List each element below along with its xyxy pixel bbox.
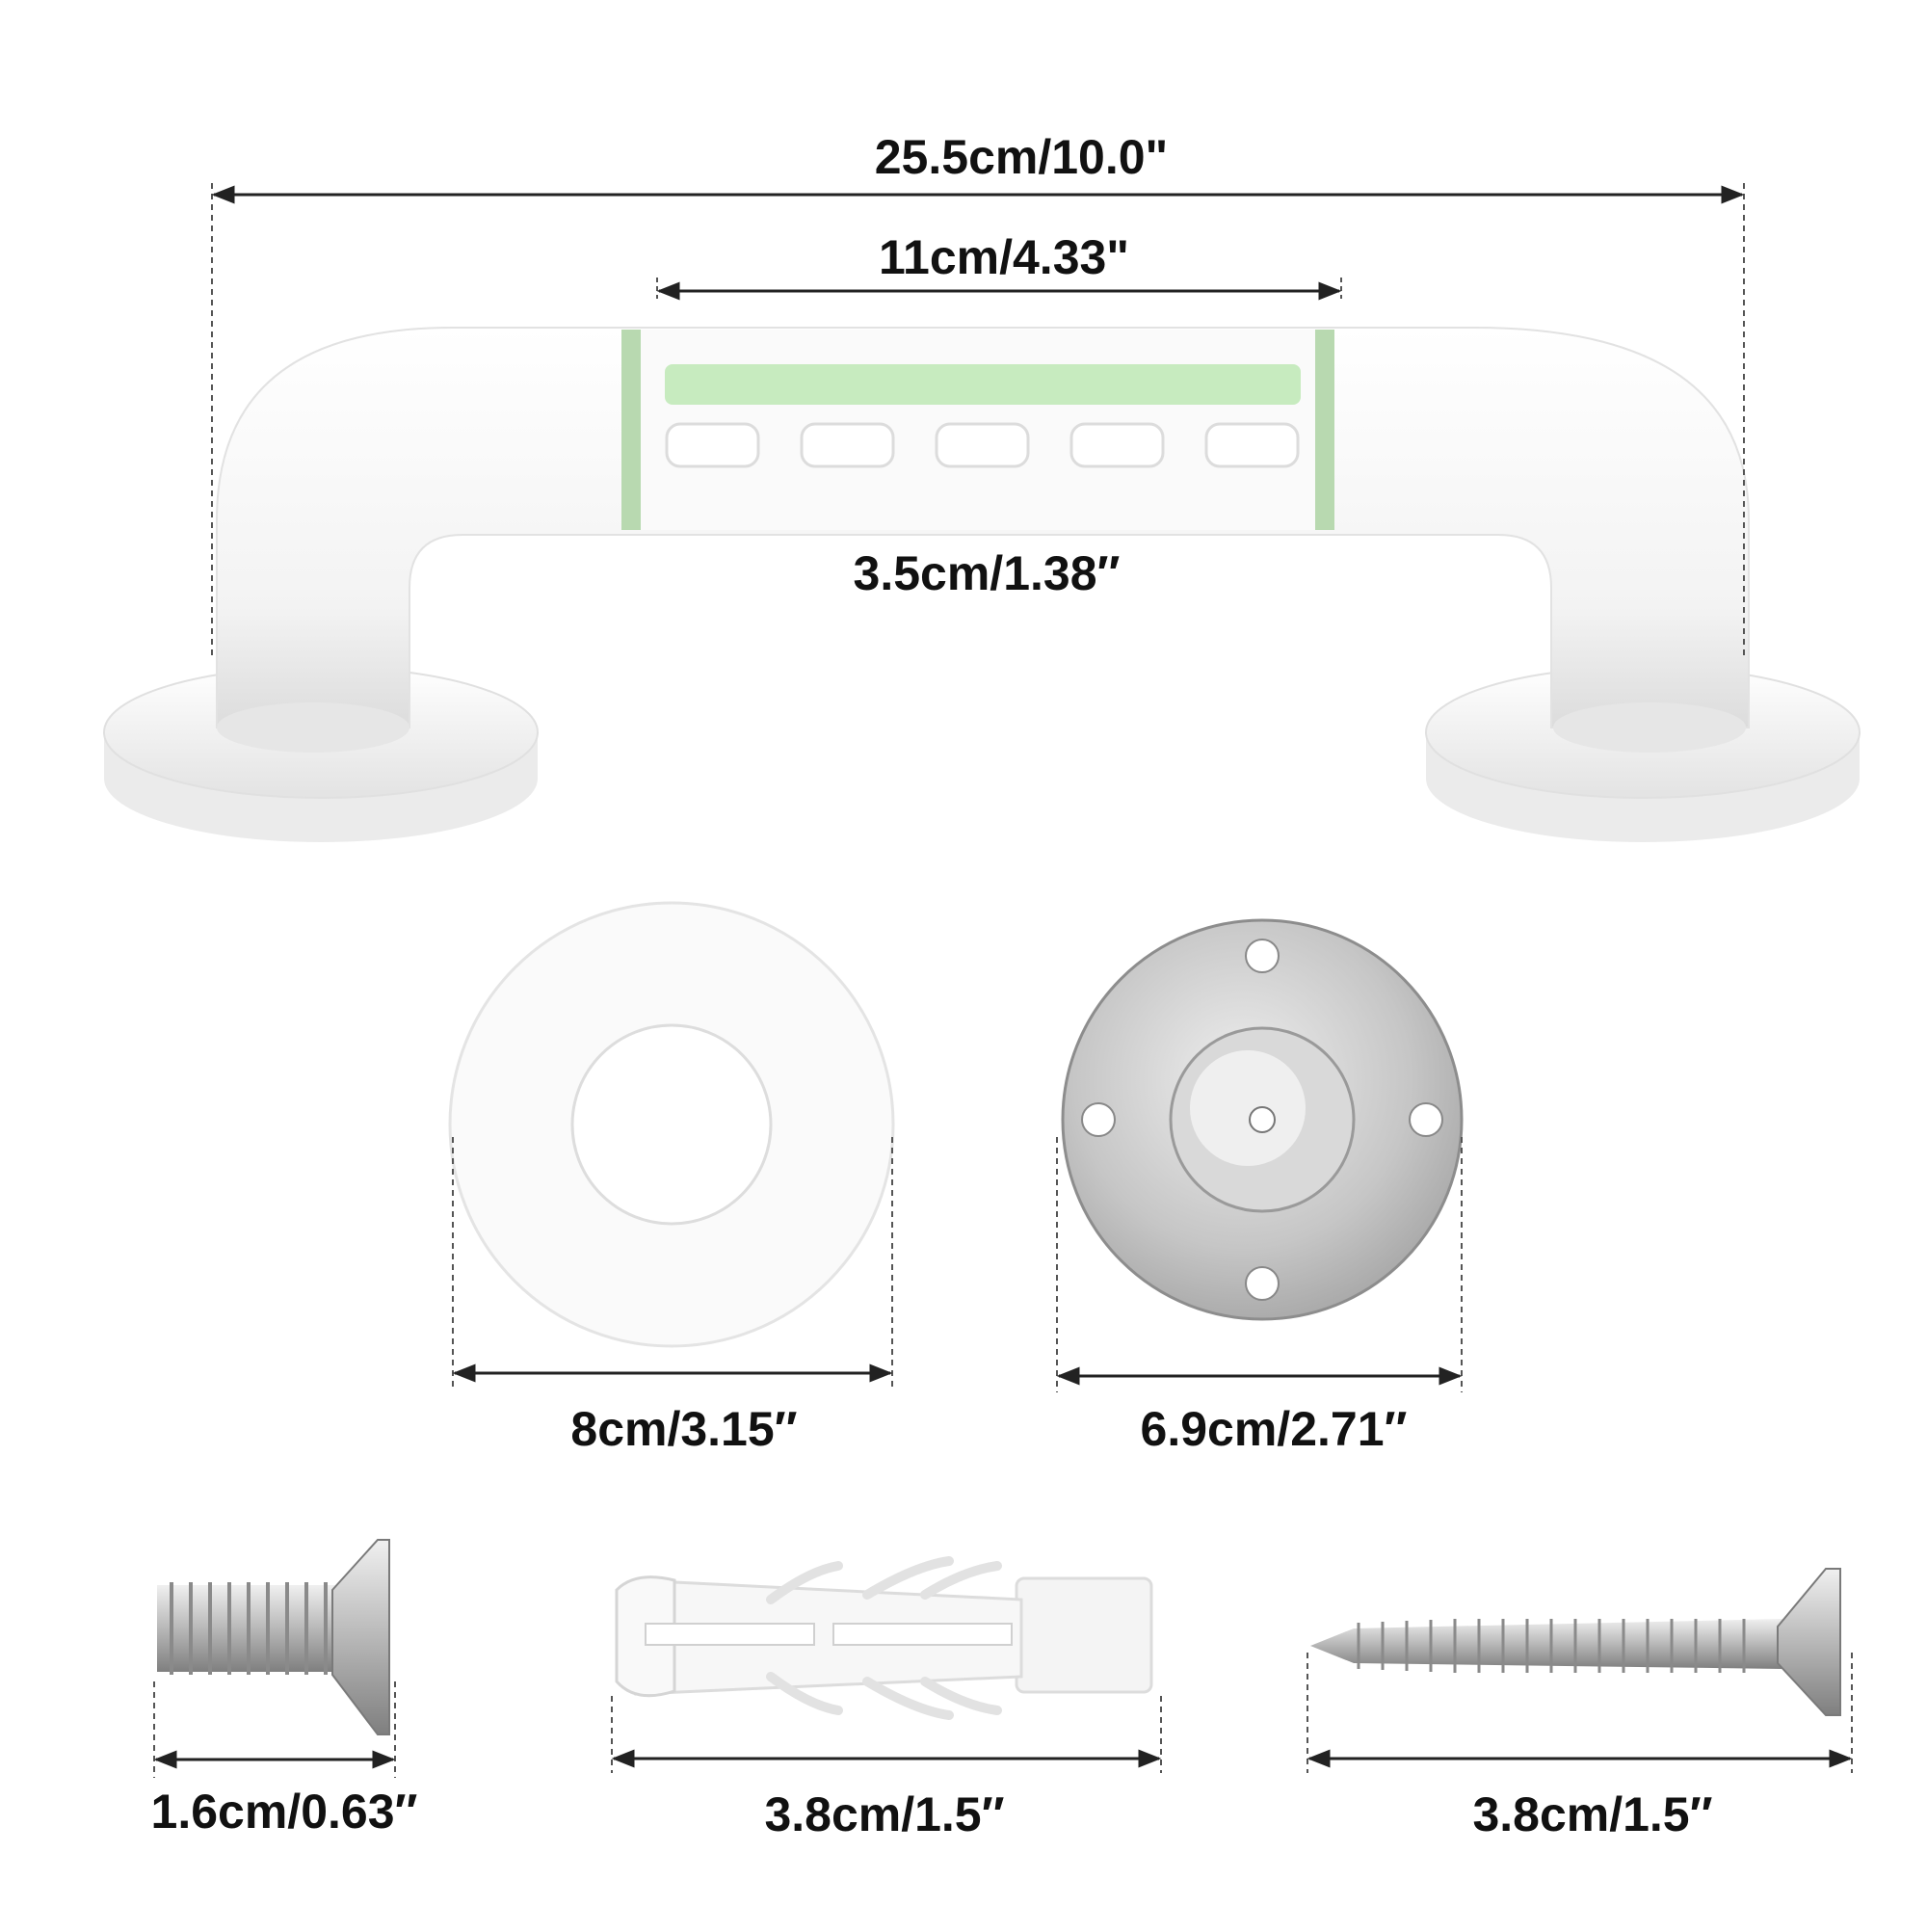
machine-screw [153, 1539, 396, 1778]
wall-anchor [611, 1556, 1162, 1773]
machine-screw-size-label: 1.6cm/0.63″ [150, 1785, 418, 1839]
green-grip-strip [665, 364, 1301, 405]
cover-plate [448, 901, 895, 1388]
grip-sleeve [621, 330, 1334, 530]
diameter-label: 3.5cm/1.38″ [853, 546, 1121, 600]
total-length-label: 25.5cm/10.0" [874, 130, 1169, 184]
grip-length-dimension [656, 278, 1342, 301]
wood-screw [1307, 1568, 1853, 1773]
grip-length-label: 11cm/4.33" [878, 230, 1130, 284]
wood-screw-size-label: 3.8cm/1.5″ [1472, 1787, 1713, 1841]
cover-plate-size-label: 8cm/3.15″ [570, 1402, 798, 1456]
mounting-plate-size-label: 6.9cm/2.71″ [1140, 1402, 1408, 1456]
wall-anchor-size-label: 3.8cm/1.5″ [764, 1787, 1005, 1841]
total-length-dimension [211, 183, 1745, 655]
grab-bar [103, 183, 1861, 842]
mounting-plate [1056, 918, 1464, 1392]
